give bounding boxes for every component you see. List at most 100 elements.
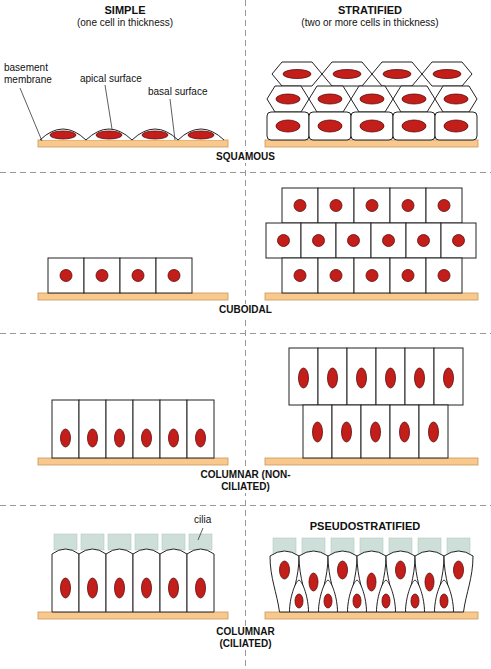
panel-dividers [0,505,491,506]
ciliated-columnar [198,528,203,540]
stratified-squamous [422,62,472,86]
stratified-squamous [351,112,393,140]
simple-columnar [160,400,187,458]
stratified-squamous [393,86,435,112]
stratified-columnar [289,348,318,405]
ciliated-columnar [133,534,160,612]
stratified-columnar [361,405,390,458]
stratified-cuboidal [390,258,426,293]
pseudostratified-columnar [377,580,396,612]
simple-columnar [52,400,79,458]
stratified-squamous [265,140,478,147]
ciliated-columnar [52,534,79,612]
stratified-cuboidal [354,258,390,293]
panel-dividers [0,172,491,173]
ciliated-columnar [106,534,133,612]
part-label: basal surface [148,86,228,98]
leader-line [20,88,42,141]
column-subheading: (two or more cells in thickness) [262,17,478,29]
simple-squamous [96,131,122,139]
stratified-squamous [272,62,322,86]
row-heading: COLUMNAR (CILIATED) [197,626,295,650]
stratified-squamous [351,86,393,112]
stratified-columnar [332,405,361,458]
simple-cuboidal [120,258,156,293]
column-subheading: (one cell in thickness) [30,17,220,29]
stratified-cuboidal [266,223,301,258]
ciliated-columnar [38,528,228,619]
column-heading: SIMPLE [40,4,210,16]
stratified-squamous [393,112,435,140]
stratified-squamous [435,112,477,140]
pseudostratified-columnar [290,580,309,612]
simple-squamous [142,131,168,139]
stratified-cuboidal [354,188,390,223]
stratified-squamous [267,112,309,140]
simple-squamous [40,129,224,140]
stratified-squamous [309,112,351,140]
stratified-columnar [303,405,332,458]
stratified-columnar [347,348,376,405]
simple-cuboidal [38,293,228,300]
part-label: apical surface [80,73,160,85]
simple-cuboidal [84,258,120,293]
stratified-squamous [267,86,309,112]
pseudostratified-columnar [319,580,338,612]
stratified-columnar [318,348,347,405]
panel-dividers [0,333,491,334]
row-heading: COLUMNAR (NON-CILIATED) [197,469,295,493]
stratified-squamous [372,62,422,86]
pseudostratified-columnar [348,580,367,612]
stratified-cuboidal [441,223,476,258]
stratified-cuboidal [426,258,462,293]
stratified-cuboidal [390,188,426,223]
stratified-columnar [390,405,419,458]
pseudostratified-columnar [435,580,454,612]
stratified-squamous [435,86,477,112]
ciliated-columnar [187,534,214,612]
stratified-squamous [309,86,351,112]
stratified-squamous [265,62,478,147]
row-heading: CUBOIDAL [216,304,275,316]
ciliated-columnar [79,534,106,612]
stratified-cuboidal [406,223,441,258]
simple-columnar [133,400,160,458]
simple-squamous [50,131,76,139]
simple-columnar [79,400,106,458]
simple-cuboidal [38,258,228,300]
simple-columnar [187,400,214,458]
simple-columnar [38,458,228,465]
row-heading: SQUAMOUS [213,151,278,163]
stratified-columnar [434,348,463,405]
simple-squamous [38,140,228,147]
stratified-columnar [265,348,478,465]
pseudostratified-columnar [265,612,478,619]
ciliated-columnar [38,612,228,619]
pseudostratified-columnar [406,580,425,612]
ciliated-columnar [160,534,187,612]
simple-columnar [106,400,133,458]
simple-cuboidal [156,258,192,293]
stratified-cuboidal [318,258,354,293]
column-heading: PSEUDOSTRATIFIED [290,520,440,532]
stratified-cuboidal [318,188,354,223]
panel-dividers [245,0,246,669]
leader-line [170,99,175,140]
stratified-cuboidal [426,188,462,223]
column-heading: STRATIFIED [275,4,465,16]
stratified-columnar [265,458,478,465]
stratified-cuboidal [301,223,336,258]
simple-cuboidal [48,258,84,293]
stratified-cuboidal [282,258,318,293]
simple-columnar [38,400,228,465]
simple-squamous [188,131,214,139]
stratified-columnar [405,348,434,405]
stratified-cuboidal [265,188,478,300]
stratified-squamous [322,62,372,86]
stratified-columnar [376,348,405,405]
pseudostratified-columnar [265,538,478,619]
simple-squamous [38,129,228,147]
stratified-cuboidal [371,223,406,258]
